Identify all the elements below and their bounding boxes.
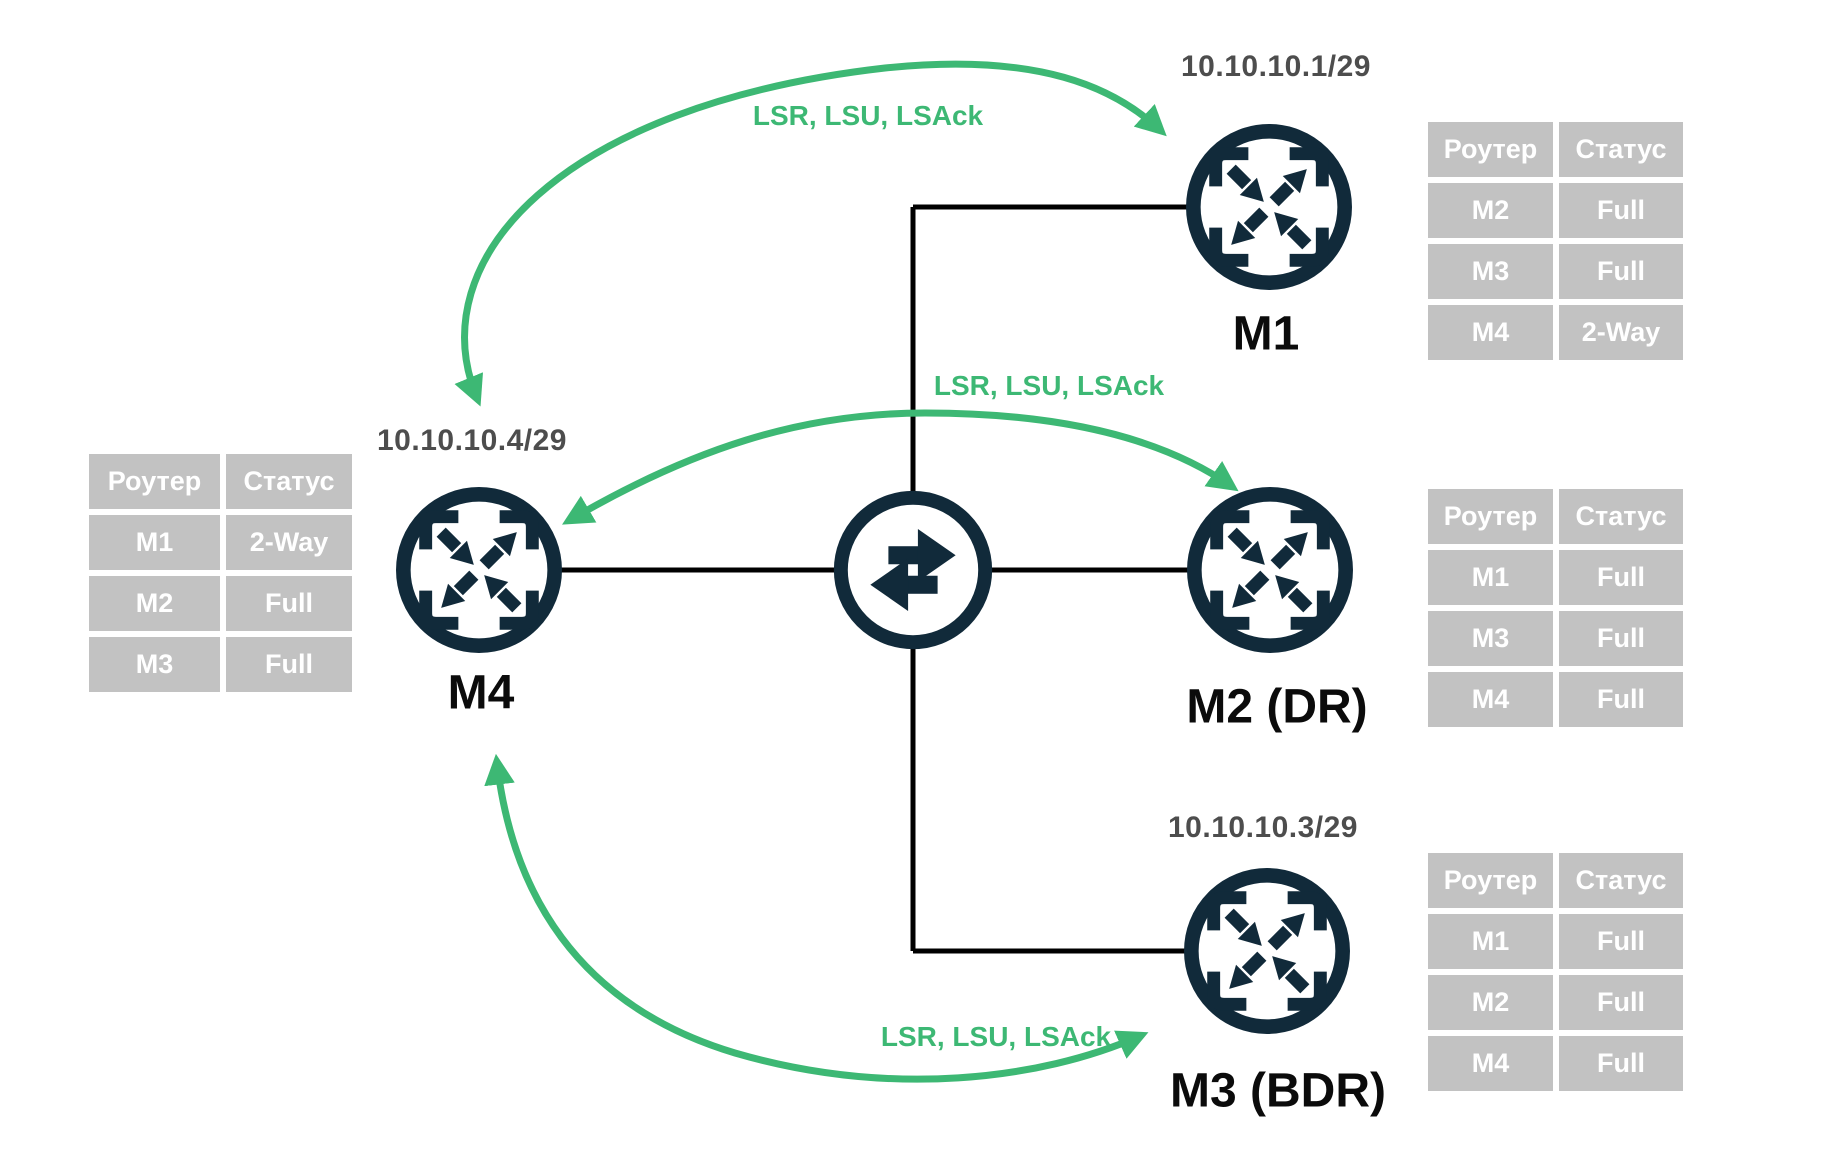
- status-cell: Full: [226, 637, 352, 692]
- neighbor-table-m1: Роутер Статус M2 Full M3 Full M4 2-Way: [1428, 122, 1683, 360]
- lsa-arrow-m4-m1: [454, 60, 1167, 407]
- neighbor-cell: M3: [1428, 611, 1553, 666]
- status-cell: Full: [1559, 1036, 1683, 1091]
- switch-icon: [831, 488, 995, 652]
- router-icon-m2: [1184, 484, 1356, 656]
- neighbor-cell: M4: [1428, 305, 1553, 360]
- status-cell: Full: [1559, 975, 1683, 1030]
- status-cell: Full: [1559, 183, 1683, 238]
- neighbor-cell: M4: [1428, 672, 1553, 727]
- lsa-arrow-m4-m3: [484, 753, 1149, 1083]
- status-column-header: Статус: [1559, 489, 1683, 544]
- neighbor-table-m4: Роутер Статус M1 2-Way M2 Full M3 Full: [89, 454, 352, 692]
- router-icon-m3: [1181, 865, 1353, 1037]
- neighbor-cell: M3: [89, 637, 220, 692]
- status-column-header: Статус: [1559, 122, 1683, 177]
- node-label-m4: M4: [447, 666, 515, 720]
- ip-label-m3: 10.10.10.3/29: [1167, 811, 1359, 844]
- status-cell: Full: [1559, 914, 1683, 969]
- status-cell: Full: [226, 576, 352, 631]
- neighbor-cell: M2: [89, 576, 220, 631]
- neighbor-cell: M2: [1428, 975, 1553, 1030]
- neighbor-cell: M1: [1428, 550, 1553, 605]
- status-column-header: Статус: [226, 454, 352, 509]
- lsa-label-middle: LSR, LSU, LSAck: [933, 370, 1165, 401]
- neighbor-cell: M2: [1428, 183, 1553, 238]
- router-icon-m1: [1183, 121, 1355, 293]
- router-column-header: Роутер: [89, 454, 220, 509]
- ip-label-m1: 10.10.10.1/29: [1180, 50, 1372, 83]
- status-cell: Full: [1559, 550, 1683, 605]
- router-column-header: Роутер: [1428, 853, 1553, 908]
- ip-label-m4: 10.10.10.4/29: [376, 424, 568, 457]
- lsa-arrow-m4-m2: [562, 409, 1239, 525]
- node-label-m2: M2 (DR): [1186, 680, 1368, 734]
- status-column-header: Статус: [1559, 853, 1683, 908]
- node-label-m3: M3 (BDR): [1170, 1064, 1386, 1118]
- lsa-exchange-arrows: [454, 60, 1239, 1083]
- status-cell: 2-Way: [226, 515, 352, 570]
- status-cell: Full: [1559, 611, 1683, 666]
- neighbor-cell: M1: [89, 515, 220, 570]
- router-column-header: Роутер: [1428, 489, 1553, 544]
- neighbor-table-m2: Роутер Статус M1 Full M3 Full M4 Full: [1428, 489, 1683, 727]
- router-column-header: Роутер: [1428, 122, 1553, 177]
- neighbor-cell: M4: [1428, 1036, 1553, 1091]
- status-cell: Full: [1559, 672, 1683, 727]
- neighbor-cell: M1: [1428, 914, 1553, 969]
- lsa-label-top: LSR, LSU, LSAck: [752, 100, 984, 131]
- status-cell: 2-Way: [1559, 305, 1683, 360]
- neighbor-cell: M3: [1428, 244, 1553, 299]
- lsa-label-bottom: LSR, LSU, LSAck: [880, 1021, 1112, 1052]
- status-cell: Full: [1559, 244, 1683, 299]
- node-label-m1: M1: [1232, 307, 1300, 361]
- neighbor-table-m3: Роутер Статус M1 Full M2 Full M4 Full: [1428, 853, 1683, 1091]
- router-icon-m4: [393, 484, 565, 656]
